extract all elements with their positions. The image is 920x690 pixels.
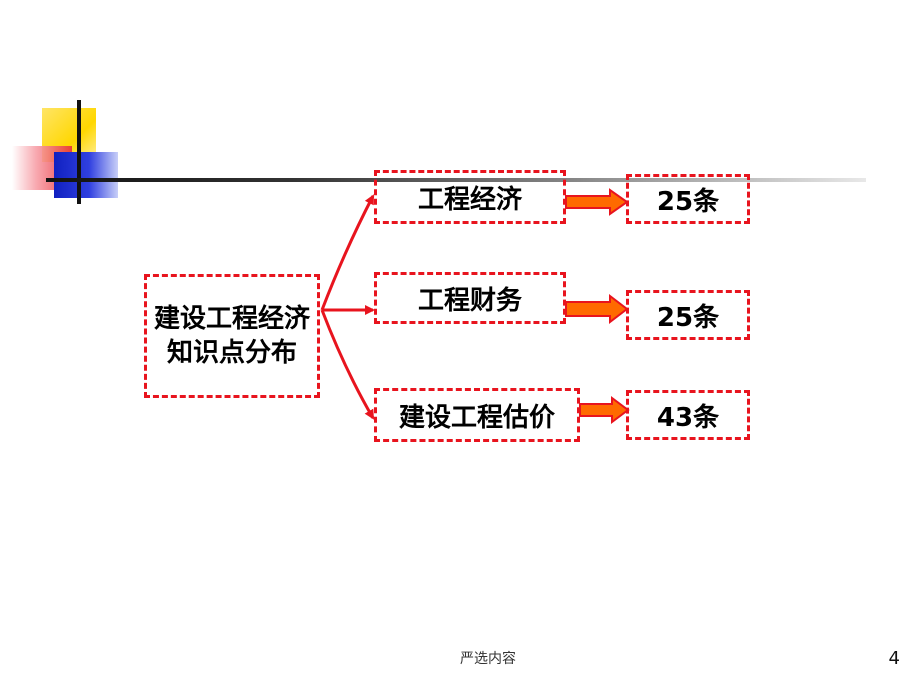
branch-node-label: 工程经济 bbox=[417, 184, 522, 215]
decor-horizontal-line bbox=[46, 178, 866, 182]
footer-text: 严选内容 bbox=[460, 651, 516, 667]
branch-node-label: 建设工程估价 bbox=[398, 402, 555, 433]
branch-node-label: 工程财务 bbox=[417, 285, 522, 316]
root-node: 建设工程经济知识点分布 bbox=[144, 274, 320, 398]
block-arrow-3 bbox=[579, 396, 630, 424]
page-number: 4 bbox=[888, 648, 900, 669]
count-node-3: 43条 bbox=[626, 390, 750, 440]
count-node-label: 25条 bbox=[656, 302, 720, 333]
block-arrow-2 bbox=[565, 293, 629, 325]
arrow-root-to-branch-1 bbox=[320, 194, 375, 311]
branch-node-2: 工程财务 bbox=[374, 272, 566, 324]
count-node-label: 43条 bbox=[656, 402, 720, 433]
count-node-1: 25条 bbox=[626, 174, 750, 224]
branch-node-1: 工程经济 bbox=[374, 170, 566, 224]
count-node-2: 25条 bbox=[626, 290, 750, 340]
arrow-root-to-branch-3 bbox=[320, 309, 375, 420]
block-arrow-1 bbox=[565, 188, 629, 216]
root-node-label: 建设工程经济知识点分布 bbox=[153, 304, 310, 368]
branch-node-3: 建设工程估价 bbox=[374, 388, 580, 442]
decor-vertical-line bbox=[77, 100, 81, 204]
count-node-label: 25条 bbox=[656, 186, 720, 217]
root-to-branch-arrows bbox=[320, 194, 375, 420]
branch-to-count-arrows bbox=[565, 188, 630, 424]
decor-blue-square bbox=[54, 152, 118, 198]
